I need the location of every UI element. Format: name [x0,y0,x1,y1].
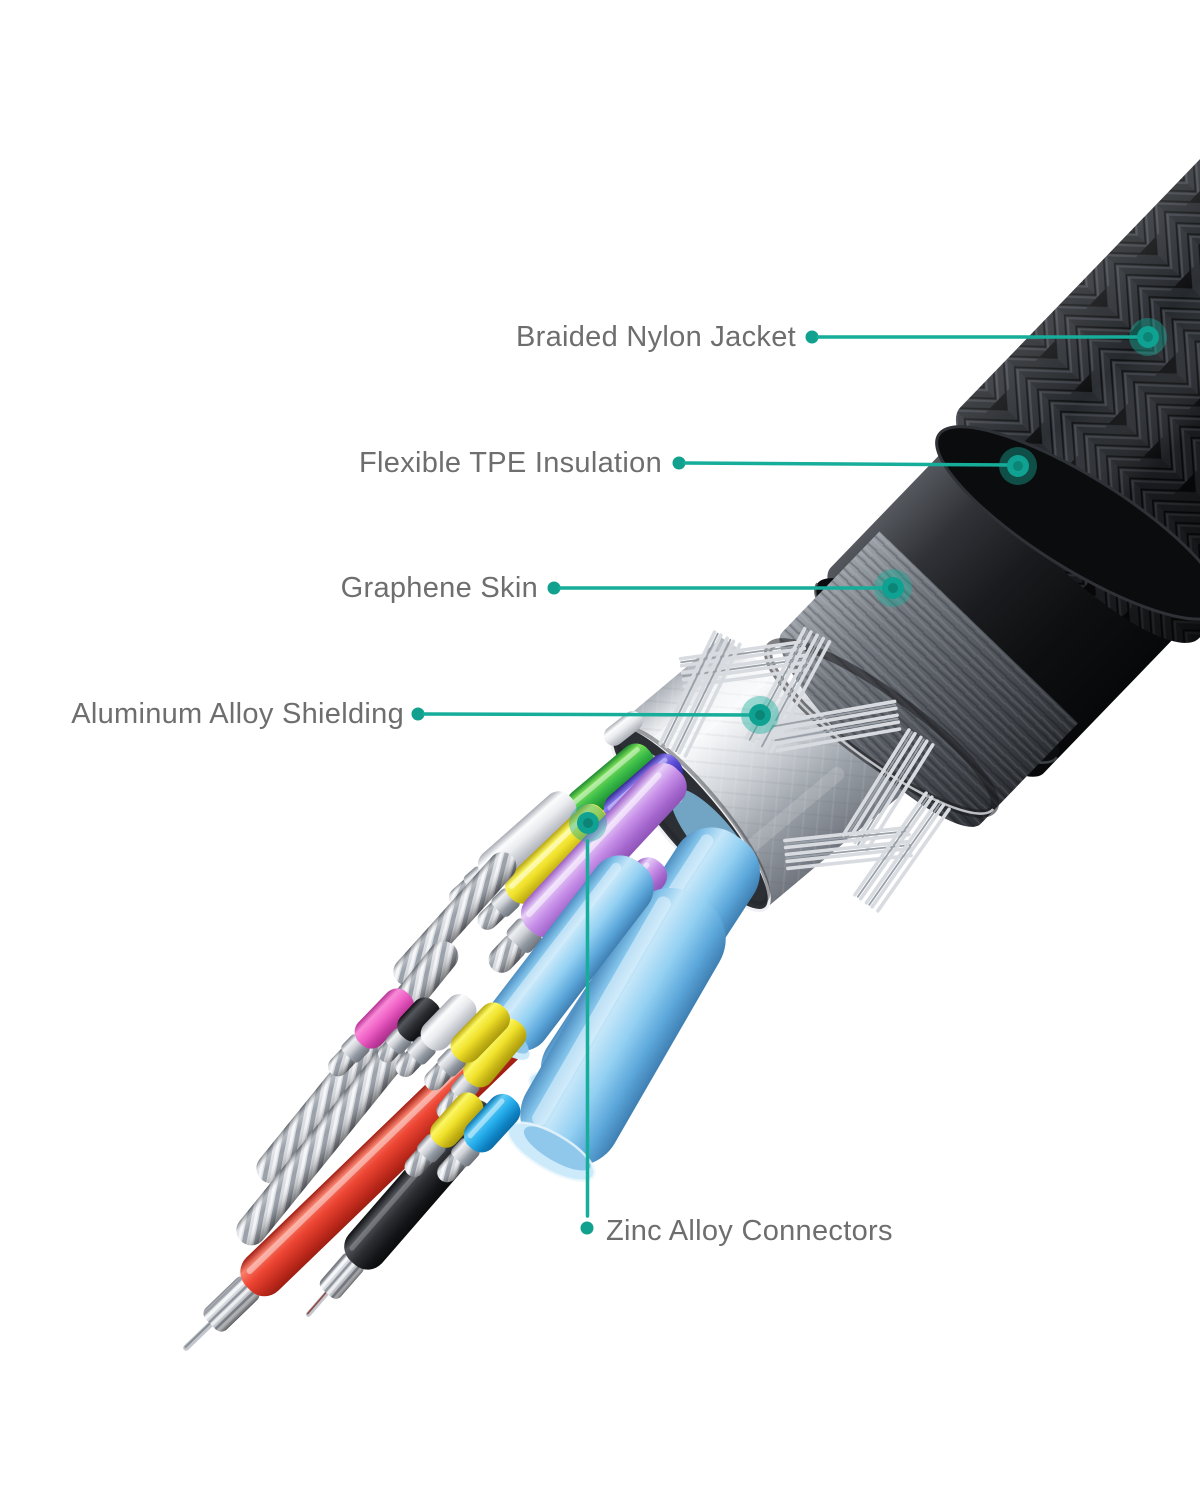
tube-blue-2 [506,887,726,1182]
callout-lines [411,318,1167,1235]
label-zinc-alloy-connectors: Zinc Alloy Connectors [606,1215,893,1247]
braided-jacket-layer [935,0,1200,643]
callout-graphene-skin [547,569,912,607]
wire-cyan [437,1093,521,1183]
bare-conductor-rope-left [236,1042,407,1246]
label-flexible-tpe-insulation: Flexible TPE Insulation [359,447,662,479]
wire-bundle [183,711,760,1351]
label-graphene-skin: Graphene Skin [340,572,538,604]
wire-white-inner [603,711,643,746]
callout-flexible-tpe-insulation [672,447,1037,485]
wire-pink-small [328,988,414,1077]
wire-yellow-bottom [424,1002,510,1091]
callout-aluminum-alloy-shielding [411,696,779,734]
label-braided-nylon-jacket: Braided Nylon Jacket [515,321,796,353]
callout-zinc-alloy-connectors [569,804,607,1235]
wire-black-small [378,997,441,1063]
bare-conductor-rope [393,852,517,986]
label-aluminum-alloy-shielding: Aluminum Alloy Shielding [71,698,404,730]
wire-yellow-small [404,1092,484,1177]
wire-white-bottom [395,994,477,1077]
wire-lavender [488,762,687,973]
callout-braided-nylon-jacket [805,318,1167,356]
